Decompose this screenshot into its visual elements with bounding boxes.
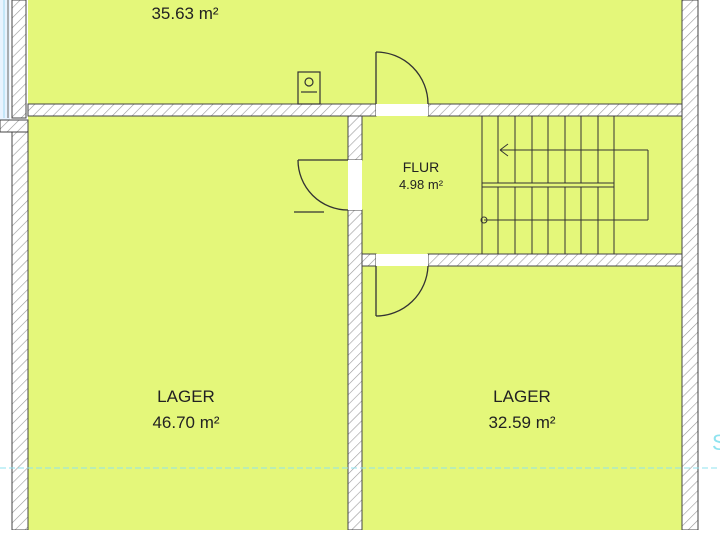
wall-top-left [27,103,377,117]
room-lager-right-area: 32.59 m² [488,413,555,432]
doors [294,51,429,317]
door-left [294,159,349,213]
door-openings [348,104,428,266]
wall-middle-lower [347,209,363,531]
staircase [480,116,649,254]
room-flur-fill [362,116,682,254]
room-fills [28,0,720,530]
fixture-box [297,71,321,105]
room-lager-left-area: 46.70 m² [152,413,219,432]
room-flur-name: FLUR [403,159,440,175]
room-lager-right-fill [362,266,682,530]
wall-left-step [0,119,29,133]
room-top-fill [28,0,682,104]
door-top [375,51,429,105]
left-edge [0,0,10,122]
door-bottom [375,265,429,317]
stair-arrow-icon [499,143,509,157]
room-lager-left-name: LAGER [157,387,215,406]
wall-right [681,0,699,531]
room-lager-left-fill [28,116,348,530]
room-top-area: 35.63 m² [151,4,218,23]
wall-top-right [427,103,683,117]
stair-start-dot-icon [480,216,488,224]
wall-left-upper [11,0,27,119]
wall-flur-bottom-right [427,253,683,267]
outside-right-strip [698,0,720,530]
wall-flur-bottom-left [361,253,377,267]
edge-glyph: S [712,430,720,455]
room-labels: 35.63 m² FLUR 4.98 m² LAGER 46.70 m² LAG… [151,4,555,432]
room-flur-area: 4.98 m² [399,177,444,192]
room-lager-right-name: LAGER [493,387,551,406]
wall-left-lower [11,129,29,531]
wall-middle-upper [347,115,363,161]
